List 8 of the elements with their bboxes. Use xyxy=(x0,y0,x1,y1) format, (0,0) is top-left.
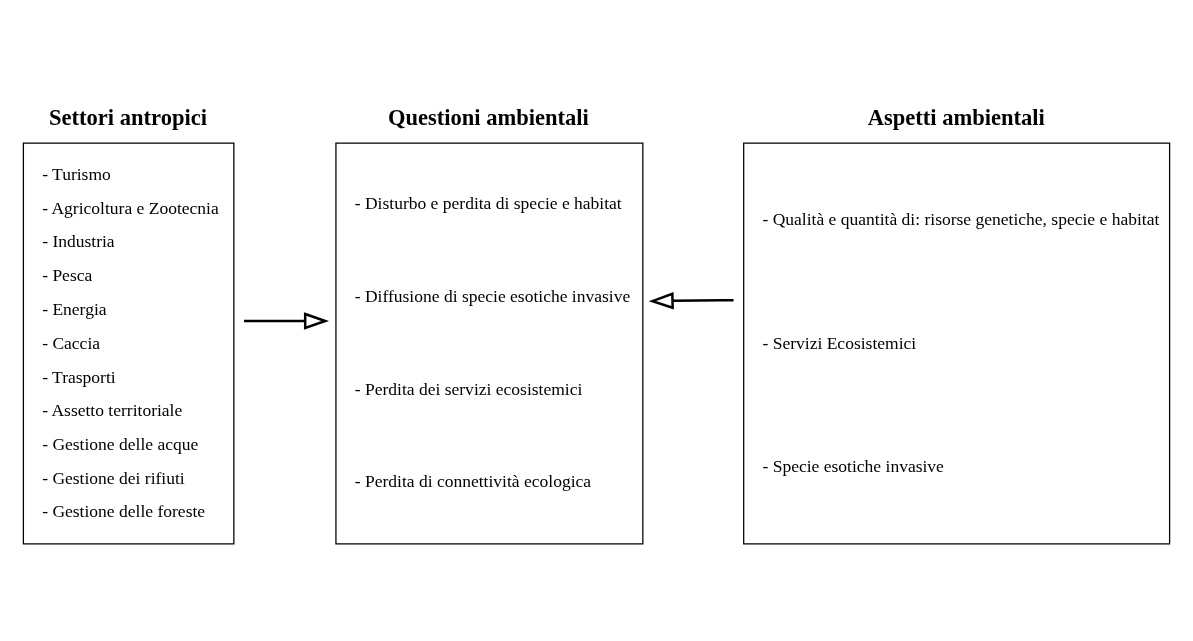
node-label: Settori antropici xyxy=(49,104,207,130)
node-box: - Qualità e quantità di: risorse genetiche, specie e habitat - Servizi Ecosistemici - Specie esotiche invasive xyxy=(743,142,1171,545)
node-box: - Turismo - Agricoltura e Zootecnia - Industria - Pesca - Energia - Caccia - Trasporti - Assetto territoriale - Gestione delle acque - Gestione dei rifiuti - Gestione delle foreste xyxy=(22,142,235,545)
node-label: Questioni ambientali xyxy=(387,104,589,130)
arrow xyxy=(244,311,330,330)
node-label: Aspetti ambientali xyxy=(867,104,1045,130)
node-box: - Disturbo e perdita di specie e habitat - Diffusione di specie esotiche invasive - Perdita dei servizi ecosistemici - Perdita di connettività ecologica xyxy=(335,142,644,545)
arrow xyxy=(648,291,734,310)
